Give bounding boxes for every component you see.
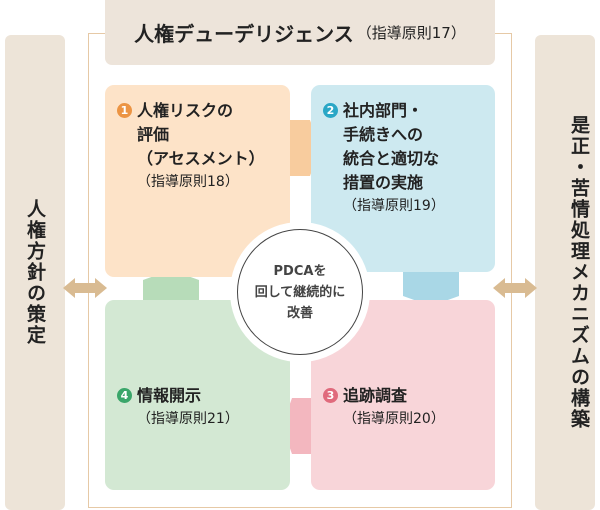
title-box: 人権デューデリジェンス（指導原則17） — [105, 0, 495, 65]
pdca-circle: PDCAを回して継続的に改善 — [230, 222, 370, 362]
arrow-up-icon — [143, 270, 199, 304]
double-arrow-icon — [493, 278, 537, 298]
right-panel: 是正・苦情処理メカニズムの構築 — [535, 35, 595, 510]
outer-frame — [88, 33, 512, 508]
left-panel: 人権方針の策定 — [5, 35, 65, 510]
arrow-left-icon — [282, 398, 314, 454]
frame-line — [88, 33, 108, 34]
double-arrow-icon — [63, 278, 107, 298]
frame-line — [492, 33, 512, 34]
arrow-down-icon — [403, 270, 459, 306]
